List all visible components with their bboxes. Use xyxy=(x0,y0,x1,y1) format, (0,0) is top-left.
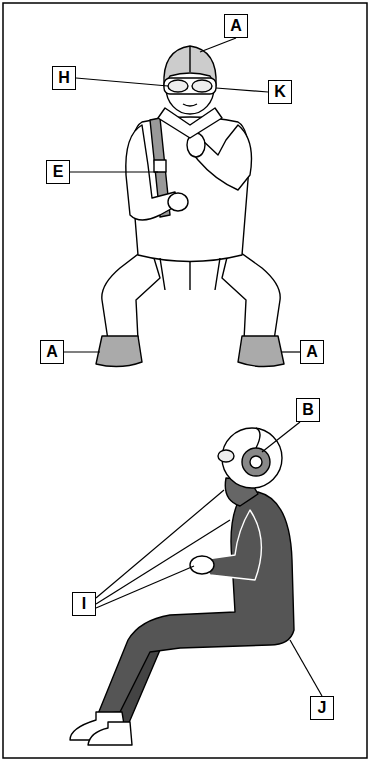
headband xyxy=(256,428,260,448)
leader-lines xyxy=(64,38,322,696)
callout-letter: H xyxy=(52,66,76,90)
callout-letter: B xyxy=(296,398,320,422)
leader-line xyxy=(216,88,268,92)
leader-line xyxy=(200,38,236,52)
callout-letter: A xyxy=(300,340,324,364)
helmet-seam xyxy=(189,46,190,72)
boot xyxy=(238,336,284,367)
goggles xyxy=(164,78,216,94)
leader-line xyxy=(282,351,300,352)
callout-letter: E xyxy=(46,160,70,184)
front-seated-figure xyxy=(96,46,284,367)
leader-line xyxy=(96,490,224,598)
leader-line xyxy=(262,422,300,452)
leg xyxy=(222,245,280,340)
leader-line xyxy=(96,520,230,604)
leader-line xyxy=(290,640,322,696)
headphone-ring xyxy=(250,456,262,468)
mouth xyxy=(183,104,197,106)
hand xyxy=(190,556,214,574)
callout-letter: J xyxy=(310,696,334,720)
lens xyxy=(192,80,212,92)
suit xyxy=(98,492,294,714)
shoe xyxy=(88,722,132,745)
side-seated-figure xyxy=(70,428,294,745)
frame xyxy=(3,3,367,758)
fold xyxy=(160,258,220,290)
headphone xyxy=(242,448,270,476)
boot xyxy=(96,336,142,367)
fist xyxy=(168,193,188,211)
callout-letter: A xyxy=(224,14,248,38)
lens xyxy=(168,80,188,92)
callout-letter: A xyxy=(40,340,64,364)
leg xyxy=(102,245,160,340)
leader-line xyxy=(76,78,168,86)
leader-line xyxy=(96,566,194,608)
callout-letter: I xyxy=(72,592,96,616)
leader-line xyxy=(70,171,158,172)
callout-letter: K xyxy=(268,80,292,104)
leader-line xyxy=(64,351,100,352)
goggles xyxy=(218,450,234,462)
buckle xyxy=(154,160,166,172)
